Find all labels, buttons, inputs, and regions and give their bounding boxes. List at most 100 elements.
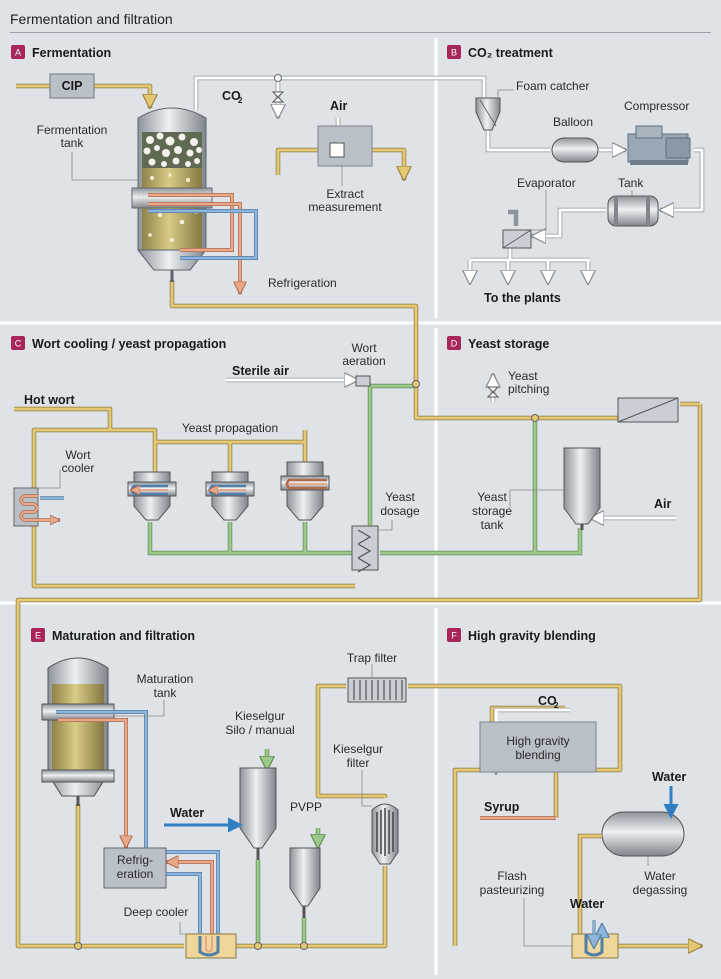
refrigeration-lines-a	[148, 193, 258, 294]
svg-text:filter: filter	[347, 756, 370, 770]
svg-text:Water: Water	[570, 897, 604, 911]
svg-text:Silo / manual: Silo / manual	[225, 723, 294, 737]
svg-text:Air: Air	[654, 497, 672, 511]
deep-cooler	[185, 933, 237, 959]
high-gravity-blending-box: High gravity blending	[479, 721, 597, 773]
svg-text:Water: Water	[652, 770, 686, 784]
propagation-vessel-2	[205, 471, 255, 521]
svg-text:blending: blending	[515, 748, 560, 762]
svg-text:Yeast: Yeast	[477, 490, 507, 504]
section-header-d: D Yeast storage	[447, 336, 549, 351]
svg-text:E: E	[35, 631, 41, 641]
cip-box: CIP	[49, 73, 95, 99]
propagation-vessels	[127, 461, 330, 521]
svg-text:F: F	[451, 631, 457, 641]
svg-text:eration: eration	[117, 867, 154, 881]
wort-aeration-unit	[355, 375, 371, 387]
svg-text:Maturation: Maturation	[137, 672, 194, 686]
section-header-c: C Wort cooling / yeast propagation	[11, 336, 226, 351]
maturation-tank	[41, 657, 115, 806]
svg-text:Extract: Extract	[326, 187, 364, 201]
svg-text:2: 2	[238, 96, 243, 105]
svg-text:Flash: Flash	[497, 869, 526, 883]
title-divider	[10, 32, 711, 33]
tank-b	[607, 195, 659, 227]
svg-text:CIP: CIP	[62, 79, 83, 93]
svg-text:Wort: Wort	[65, 448, 91, 462]
svg-text:Evaporator: Evaporator	[517, 176, 576, 190]
svg-text:pitching: pitching	[508, 382, 549, 396]
svg-text:Hot wort: Hot wort	[24, 393, 76, 407]
svg-text:CO: CO	[538, 694, 557, 708]
svg-text:Wort: Wort	[351, 341, 377, 355]
balloon	[551, 137, 599, 163]
svg-text:Tank: Tank	[618, 176, 644, 190]
svg-text:High gravity blending: High gravity blending	[468, 629, 596, 643]
yeast-pipes	[147, 383, 583, 946]
labels-a: CO 2 Air Fermentation tank Extract measu…	[37, 89, 383, 290]
svg-text:Syrup: Syrup	[484, 800, 520, 814]
svg-text:cooler: cooler	[62, 461, 95, 475]
svg-text:CO₂ treatment: CO₂ treatment	[468, 46, 554, 60]
svg-text:pasteurizing: pasteurizing	[480, 883, 545, 897]
propagation-vessel-3	[280, 461, 330, 521]
svg-text:Compressor: Compressor	[624, 99, 689, 113]
svg-text:storage: storage	[472, 504, 512, 518]
section-dividers	[0, 38, 721, 975]
svg-text:dosage: dosage	[380, 504, 420, 518]
labels-c: Sterile air Wort aeration Hot wort Yeast…	[24, 341, 420, 531]
trap-filter	[347, 677, 407, 703]
section-header-e: E Maturation and filtration	[31, 628, 195, 643]
refrigeration-unit: Refrig- eration	[103, 847, 167, 889]
section-header-a: A Fermentation	[11, 45, 111, 60]
kieselgur-silo	[239, 767, 277, 860]
svg-text:Foam catcher: Foam catcher	[516, 79, 589, 93]
svg-text:Refrigeration: Refrigeration	[268, 276, 337, 290]
svg-text:Sterile air: Sterile air	[232, 364, 289, 378]
svg-text:Yeast: Yeast	[508, 369, 538, 383]
svg-text:Trap filter: Trap filter	[347, 651, 397, 665]
yeast-dosage-unit	[351, 525, 379, 573]
svg-text:B: B	[451, 48, 457, 58]
wort-cooler	[13, 487, 64, 527]
valves	[74, 74, 539, 950]
flash-pasteurizer	[571, 920, 619, 959]
svg-text:Kieselgur: Kieselgur	[333, 742, 383, 756]
pvpp-vessel	[289, 847, 321, 918]
svg-text:CO: CO	[222, 89, 241, 103]
svg-text:PVPP: PVPP	[290, 800, 322, 814]
extract-measurement-unit	[317, 125, 373, 167]
section-header-b: B CO₂ treatment	[447, 45, 554, 60]
svg-text:Wort cooling / yeast propagati: Wort cooling / yeast propagation	[32, 337, 226, 351]
svg-text:To the plants: To the plants	[484, 291, 561, 305]
svg-text:Air: Air	[330, 99, 348, 113]
section-header-f: F High gravity blending	[447, 628, 596, 643]
compressor	[627, 125, 691, 165]
refrigeration-lines-e	[56, 710, 220, 940]
svg-text:tank: tank	[61, 136, 85, 150]
svg-text:D: D	[451, 339, 458, 349]
svg-text:tank: tank	[481, 518, 505, 532]
svg-text:High gravity: High gravity	[506, 734, 569, 748]
propagation-vessel-1	[127, 471, 177, 521]
labels-e: Maturation tank Kieselgur Silo / manual …	[114, 651, 397, 935]
svg-text:Fermentation: Fermentation	[32, 46, 111, 60]
svg-text:Maturation and filtration: Maturation and filtration	[52, 629, 195, 643]
svg-text:measurement: measurement	[308, 200, 382, 214]
foam-catcher	[475, 97, 501, 131]
svg-text:Kieselgur: Kieselgur	[235, 709, 285, 723]
labels-b: Foam catcher Balloon Compressor Evaporat…	[484, 79, 689, 305]
yeast-storage-tank	[563, 447, 601, 530]
svg-text:degassing: degassing	[633, 883, 688, 897]
svg-text:Balloon: Balloon	[553, 115, 593, 129]
svg-text:Yeast: Yeast	[385, 490, 415, 504]
svg-text:C: C	[15, 339, 22, 349]
plate-heat-exchanger-d	[617, 397, 679, 423]
svg-text:tank: tank	[154, 686, 178, 700]
degassing-tank	[577, 811, 685, 940]
svg-text:Water: Water	[644, 869, 676, 883]
svg-text:Deep cooler: Deep cooler	[124, 905, 189, 919]
kieselgur-filter	[371, 803, 399, 865]
